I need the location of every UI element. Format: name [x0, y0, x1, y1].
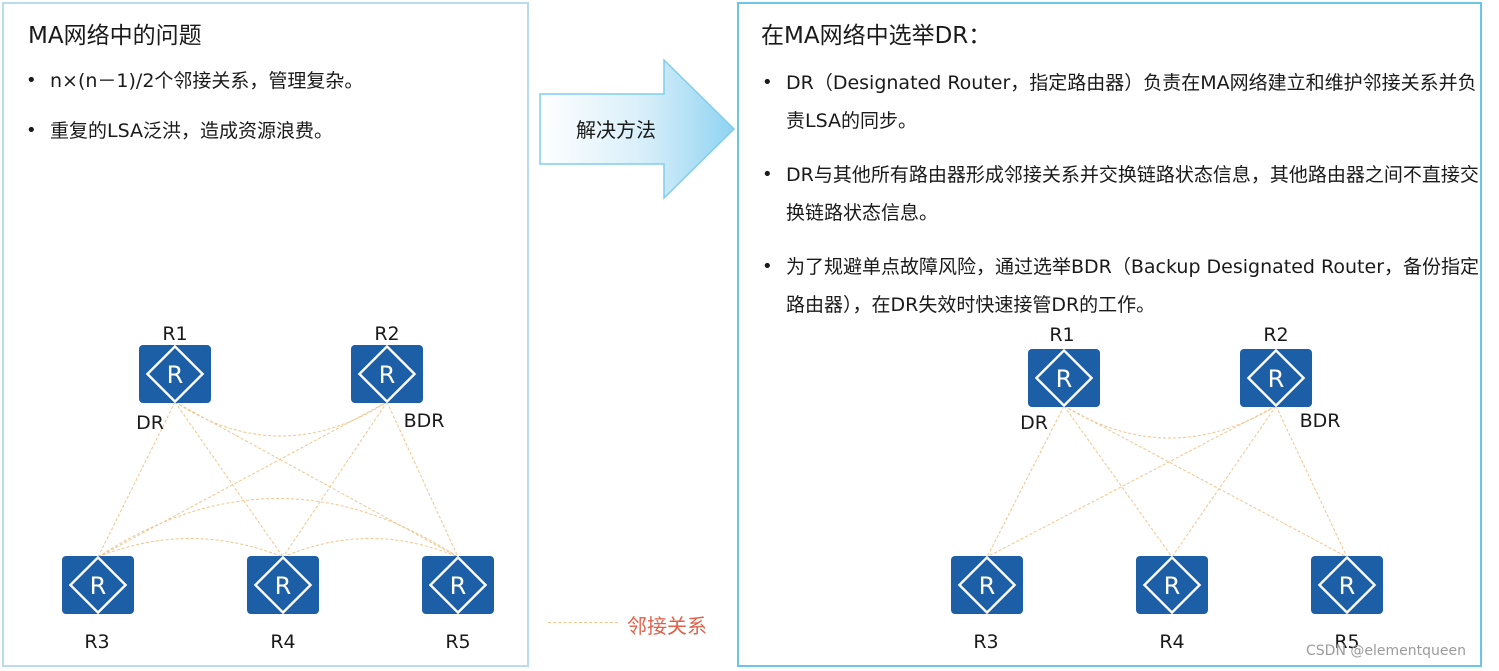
adjacency-r1-r5	[174, 401, 459, 558]
router-label-r2: R2	[374, 323, 399, 345]
left-bullet-1: n×(n－1)/2个邻接关系，管理复杂。	[24, 62, 524, 100]
router-icon	[137, 343, 213, 405]
adjacency-r1-r3	[986, 405, 1065, 558]
router-label-r1: R1	[162, 323, 187, 345]
watermark: CSDN @elementqueen	[1306, 643, 1466, 659]
adjacency-r3-r5	[97, 498, 459, 558]
router-role-bdr: BDR	[404, 410, 445, 432]
adjacency-r2-r4	[1171, 405, 1277, 558]
router-label-r3: R3	[84, 631, 109, 653]
left-routers: R1 R2 DR BDR R3 R4 R5	[60, 323, 496, 653]
adjacency-r2-r5	[1275, 405, 1348, 558]
arrow-right-icon	[539, 58, 736, 200]
router-role-dr: DR	[136, 412, 164, 434]
adjacency-r2-r4	[282, 401, 388, 558]
router-label-r4: R4	[270, 631, 295, 653]
adjacency-r3-r4	[97, 538, 284, 558]
adjacency-r1-r3	[97, 401, 176, 558]
right-bullet-3: 为了规避单点故障风险，通过选举BDR（Backup Designated Rou…	[760, 248, 1482, 324]
router-icon	[1026, 347, 1102, 409]
right-bullet-list: DR（Designated Router，指定路由器）负责在MA网络建立和维护邻…	[760, 64, 1482, 340]
router-label-r5: R5	[445, 631, 470, 653]
right-routers: R1 R2 DR BDR R3 R4 R5	[949, 324, 1385, 653]
router-icon	[349, 343, 425, 405]
right-panel-title: 在MA网络中选举DR：	[761, 23, 992, 49]
router-icon	[60, 554, 136, 616]
right-adjacency-lines	[986, 405, 1348, 558]
left-adjacency-lines	[97, 401, 459, 558]
router-icon	[1309, 554, 1385, 616]
legend-line	[548, 622, 618, 623]
router-label-r3: R3	[973, 631, 998, 653]
router-label-r1: R1	[1049, 324, 1074, 346]
router-icon	[1238, 347, 1314, 409]
router-role-bdr: BDR	[1300, 410, 1341, 432]
router-label-r2: R2	[1263, 324, 1288, 346]
left-bullet-list: n×(n－1)/2个邻接关系，管理复杂。 重复的LSA泛洪，造成资源浪费。	[24, 62, 524, 162]
router-icon	[420, 554, 496, 616]
adjacency-r1-r4	[1063, 405, 1173, 558]
arrow-label: 解决方法	[576, 118, 656, 142]
left-panel: MA网络中的问题	[2, 2, 529, 667]
adjacency-r2-r3	[986, 405, 1277, 558]
right-panel: 在MA网络中选举DR：	[737, 2, 1482, 667]
router-icon	[245, 554, 321, 616]
adjacency-r1-r5	[1063, 405, 1348, 558]
left-bullet-2: 重复的LSA泛洪，造成资源浪费。	[24, 112, 524, 150]
adjacency-r1-r2	[1063, 405, 1277, 439]
right-bullet-1: DR（Designated Router，指定路由器）负责在MA网络建立和维护邻…	[760, 64, 1482, 140]
right-bullet-2: DR与其他所有路由器形成邻接关系并交换链路状态信息，其他路由器之间不直接交换链路…	[760, 156, 1482, 232]
adjacency-r1-r4	[174, 401, 284, 558]
router-icon	[1134, 554, 1210, 616]
legend-label: 邻接关系	[627, 614, 707, 638]
router-role-dr: DR	[1020, 412, 1048, 434]
router-icon	[949, 554, 1025, 616]
router-label-r5: R5	[1334, 631, 1359, 653]
solution-arrow: 解决方法	[538, 58, 738, 200]
router-label-r4: R4	[1159, 631, 1184, 653]
left-panel-title: MA网络中的问题	[28, 23, 202, 49]
adjacency-r2-r5	[386, 401, 459, 558]
adjacency-r4-r5	[282, 538, 459, 558]
